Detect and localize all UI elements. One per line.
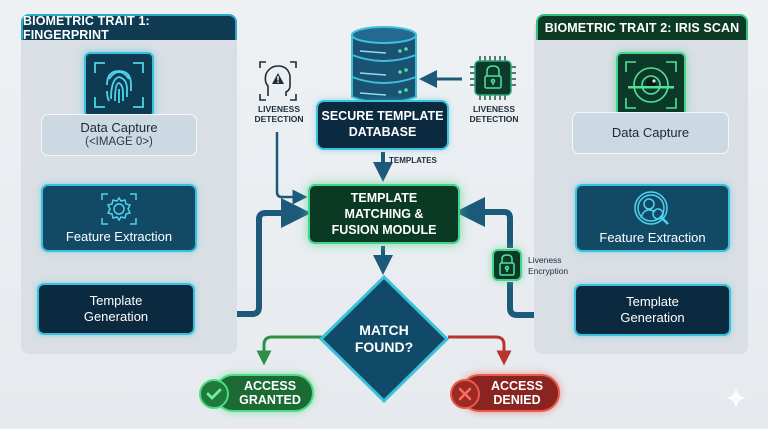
sparkle-icon (725, 387, 747, 409)
iris-panel-title: BIOMETRIC TRAIT 2: IRIS SCAN (536, 14, 748, 40)
granted-line2: GRANTED (239, 393, 301, 407)
liveness-right-line1: LIVENESS (472, 104, 516, 114)
templates-label: TEMPLATES (389, 156, 437, 165)
access-granted-pill: ACCESS GRANTED (214, 374, 314, 412)
liveness-encryption-label: Liveness Encryption (528, 255, 568, 276)
access-denied-pill: ACCESS DENIED (460, 374, 560, 412)
iris-data-capture: Data Capture (572, 112, 729, 154)
encryption-lock-box (492, 249, 522, 281)
secure-template-database: SECURE TEMPLATE DATABASE (316, 100, 449, 150)
arrow-decision-to-denied (448, 335, 512, 366)
arrow-encryption-to-right-template (507, 282, 577, 330)
template-generation-line1: Template (626, 293, 679, 309)
denied-line1: ACCESS (490, 378, 544, 393)
fingerprint-data-capture: Data Capture (<IMAGE 0>) (41, 114, 197, 156)
liveness-left-line2: DETECTION (254, 114, 304, 125)
decision-line1: MATCH (359, 322, 409, 339)
fusion-line3: FUSION MODULE (331, 223, 437, 238)
fingerprint-panel-title: BIOMETRIC TRAIT 1: FINGERPRINT (21, 14, 237, 42)
x-icon (450, 379, 480, 409)
decision-diamond (318, 274, 450, 404)
fingerprint-feature-extraction: Feature Extraction (41, 184, 197, 252)
face-search-icon (633, 191, 669, 225)
fingerprint-template-generation: Template Generation (37, 283, 195, 335)
data-capture-label: Data Capture (611, 125, 690, 141)
iris-template-generation: Template Generation (574, 284, 731, 336)
liveness-right-line2: DETECTION (469, 114, 519, 125)
arrow-left-template-to-fusion (196, 198, 311, 317)
gear-icon (101, 193, 137, 225)
check-icon (199, 379, 229, 409)
encryption-line2: Encryption (528, 265, 569, 276)
arrow-decision-to-granted (256, 335, 322, 366)
match-found-label: MATCH FOUND? (338, 316, 430, 362)
feature-extraction-label: Feature Extraction (599, 229, 706, 245)
database-line2: DATABASE (348, 125, 417, 139)
database-icon (351, 26, 417, 104)
liveness-left-line1: LIVENESS (257, 104, 301, 114)
data-capture-label: Data Capture (80, 120, 158, 136)
decision-line2: FOUND? (354, 339, 414, 355)
granted-line1: ACCESS (243, 378, 297, 393)
chip-lock-icon (470, 56, 516, 100)
template-matching-fusion-module: TEMPLATE MATCHING & FUSION MODULE (308, 184, 460, 244)
feature-extraction-label: Feature Extraction (65, 228, 173, 244)
template-generation-line2: Generation (620, 310, 685, 325)
iris-feature-extraction: Feature Extraction (575, 184, 730, 252)
arrow-encryption-to-fusion (455, 197, 513, 248)
fusion-line1: TEMPLATE (350, 190, 418, 205)
database-line1: SECURE TEMPLATE (321, 109, 444, 124)
lock-icon (499, 254, 515, 276)
liveness-detection-right-label: LIVENESS DETECTION (464, 104, 524, 124)
iris-scan-icon (625, 61, 677, 109)
arrow-liveness-left-to-fusion (275, 132, 308, 205)
denied-line2: DENIED (493, 393, 541, 407)
encryption-line1: Liveness (528, 255, 562, 265)
fingerprint-icon (94, 62, 144, 108)
template-generation-line2: Generation (83, 309, 149, 324)
liveness-detection-left-label: LIVENESS DETECTION (250, 104, 308, 124)
data-capture-sublabel: (<IMAGE 0>) (85, 135, 153, 148)
fusion-line2: MATCHING & (344, 206, 424, 221)
template-generation-line1: Template (89, 292, 143, 308)
iris-icon-box (616, 52, 686, 118)
fingerprint-icon-box (84, 52, 154, 118)
face-warning-icon (259, 61, 297, 101)
